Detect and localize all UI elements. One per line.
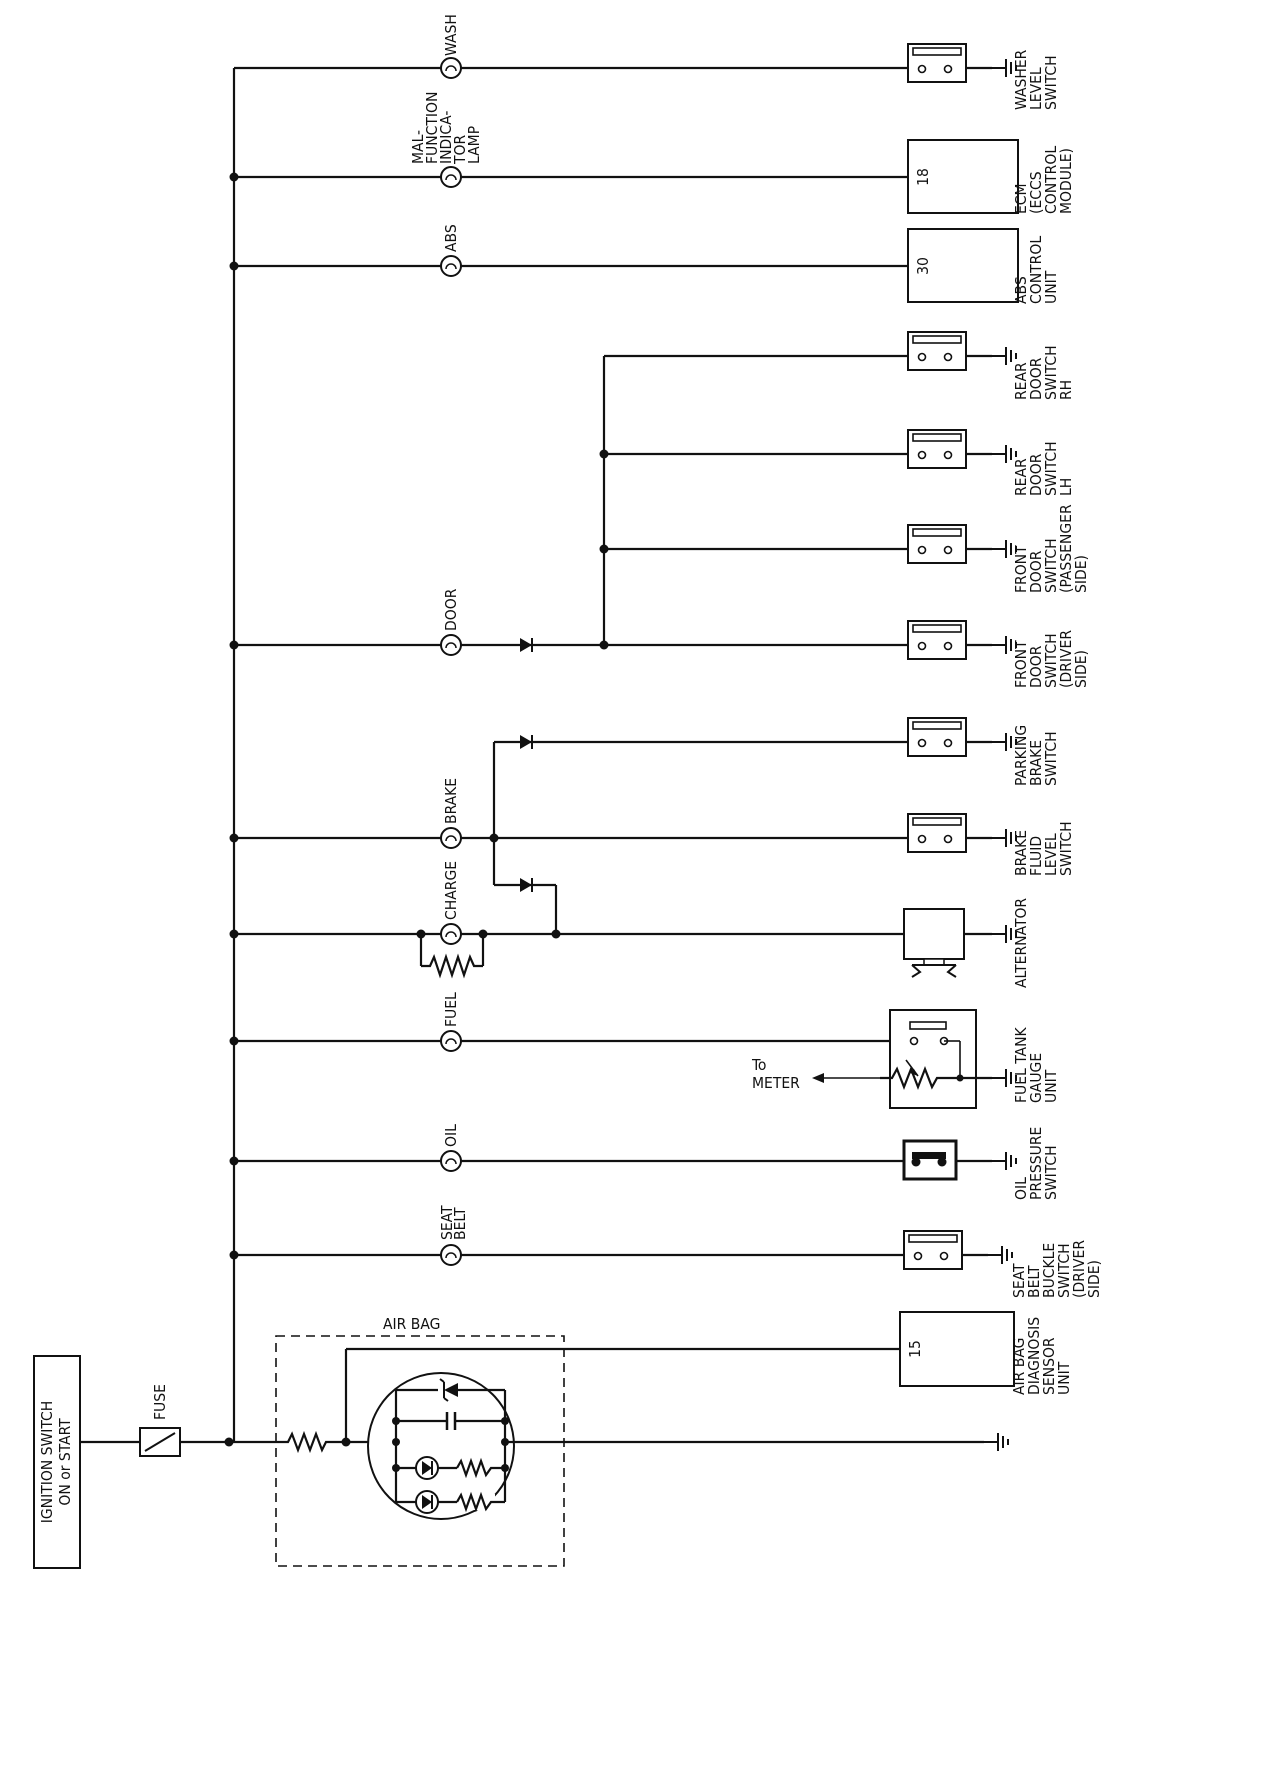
ground-icon <box>991 1151 1017 1171</box>
air-bag-module-box <box>275 1335 565 1567</box>
front-door-switch-passenger-icon <box>907 524 967 564</box>
oil-pressure-switch-label: OIL PRESSURE SWITCH <box>1012 1122 1060 1200</box>
malfunction-indicator-lamp-icon <box>440 166 462 188</box>
fuel-circuit: FUEL To METER FUEL TANK GAUGE UNIT <box>234 992 1060 1109</box>
wash-circuit: WASH WASHER LEVEL SWITCH <box>234 14 1060 110</box>
abs-control-unit-label: ABS CONTROL UNIT <box>1012 231 1060 304</box>
led-icon <box>415 1456 495 1480</box>
malfunction-lamp-label: MAL- FUNCTION INDICA- TOR LAMP <box>409 87 483 165</box>
abs-control-unit-box <box>907 228 1019 303</box>
brake-fluid-level-switch-label: BRAKE FLUID LEVEL SWITCH <box>1012 821 1075 876</box>
oil-pressure-switch-icon <box>902 1139 958 1181</box>
arrow-left-icon <box>812 1073 824 1083</box>
air-bag-circuit: AIR BAG <box>272 1311 1073 1567</box>
ecm-terminal: 18 <box>914 168 932 186</box>
brake-circuit: BRAKE PARKING BRAKE SWITCH BRAKE FLUID L… <box>234 717 1075 934</box>
fuel-lamp-label: FUEL <box>442 992 460 1027</box>
brake-lamp-label: BRAKE <box>442 778 460 824</box>
rear-door-switch-lh-icon <box>907 429 967 469</box>
washer-level-switch-icon <box>907 43 967 83</box>
oil-lamp-label: OIL <box>442 1124 460 1147</box>
brake-lamp-icon <box>440 827 462 849</box>
charge-lamp-label: CHARGE <box>442 861 460 920</box>
rear-door-switch-rh-icon <box>907 331 967 371</box>
door-diode-icon <box>519 637 533 653</box>
front-door-switch-driver-label: FRONT DOOR SWITCH (DRIVER SIDE) <box>1012 626 1090 688</box>
air-bag-diagnosis-sensor-unit-label: AIR BAG DIAGNOSIS SENSOR UNIT <box>1010 1312 1073 1395</box>
charge-diode-icon <box>519 877 533 893</box>
washer-level-switch-label: WASHER LEVEL SWITCH <box>1012 45 1060 110</box>
door-lamp-icon <box>440 634 462 656</box>
parking-brake-switch-icon <box>907 717 967 757</box>
air-bag-lamp-circle <box>367 1372 515 1520</box>
alternator-box <box>903 908 965 960</box>
malfunction-circuit: MAL- FUNCTION INDICA- TOR LAMP 18 ECM (E… <box>234 87 1075 214</box>
oil-circuit: OIL OIL PRESSURE SWITCH <box>234 1122 1060 1200</box>
fuel-tank-gauge-label: FUEL TANK GAUGE UNIT <box>1012 1023 1060 1103</box>
led-icon <box>415 1490 495 1514</box>
ground-icon <box>983 1432 1009 1452</box>
abs-terminal: 30 <box>914 257 932 275</box>
ignition-switch-label-2: ON or START <box>56 1418 74 1506</box>
door-circuit: DOOR REAR DOOR SWITCH RH REAR DOOR SWITC… <box>234 331 1090 688</box>
ignition-switch: IGNITION SWITCH ON or START <box>33 1355 81 1569</box>
front-door-switch-passenger-label: FRONT DOOR SWITCH (PASSENGER SIDE) <box>1012 500 1090 593</box>
seat-belt-lamp-icon <box>440 1244 462 1266</box>
wash-lamp-icon <box>440 57 462 79</box>
air-bag-title: AIR BAG <box>383 1315 440 1333</box>
seat-belt-buckle-switch-icon <box>903 1230 963 1270</box>
fuse-label: FUSE <box>151 1384 169 1420</box>
capacitor-icon <box>445 1412 457 1430</box>
parking-brake-switch-label: PARKING BRAKE SWITCH <box>1012 720 1060 786</box>
seat-belt-buckle-switch-label: SEAT BELT BUCKLE SWITCH (DRIVER SIDE) <box>1010 1236 1103 1298</box>
air-bag-terminal: 15 <box>906 1340 924 1358</box>
ground-icon <box>987 1245 1013 1265</box>
fuel-lamp-icon <box>440 1030 462 1052</box>
alternator-icon <box>911 958 957 978</box>
abs-circuit: ABS 30 ABS CONTROL UNIT <box>234 224 1060 304</box>
ecm-label: ECM (ECCS CONTROL MODULE) <box>1012 141 1075 214</box>
brake-fluid-level-switch-icon <box>907 813 967 853</box>
seat-belt-circuit: SEAT BELT SEAT BELT BUCKLE SWITCH (DRIVE… <box>234 1201 1103 1298</box>
wash-lamp-label: WASH <box>442 14 460 56</box>
charge-lamp-icon <box>440 923 462 945</box>
door-lamp-label: DOOR <box>442 588 460 631</box>
abs-lamp-label: ABS <box>442 224 460 252</box>
abs-lamp-icon <box>440 255 462 277</box>
rear-door-switch-rh-label: REAR DOOR SWITCH RH <box>1012 341 1075 400</box>
to-meter-label: To METER <box>751 1056 800 1092</box>
zener-diode-icon <box>438 1378 458 1402</box>
oil-lamp-icon <box>440 1150 462 1172</box>
seat-belt-lamp-label: SEAT BELT <box>438 1201 469 1240</box>
front-door-switch-driver-icon <box>907 620 967 660</box>
charge-circuit: CHARGE ALTERNATOR <box>234 861 1030 988</box>
fuse: FUSE <box>139 1384 181 1457</box>
alternator-label: ALTERNATOR <box>1012 898 1030 988</box>
parking-brake-diode-icon <box>519 734 533 750</box>
air-bag-diagnosis-sensor-unit-box <box>899 1311 1015 1387</box>
ignition-switch-label-1: IGNITION SWITCH <box>38 1401 56 1524</box>
rear-door-switch-lh-label: REAR DOOR SWITCH LH <box>1012 437 1075 496</box>
ecm-box <box>907 139 1019 214</box>
fuel-tank-gauge-box <box>889 1009 977 1109</box>
fuel-sender-resistor-icon <box>880 1065 992 1091</box>
